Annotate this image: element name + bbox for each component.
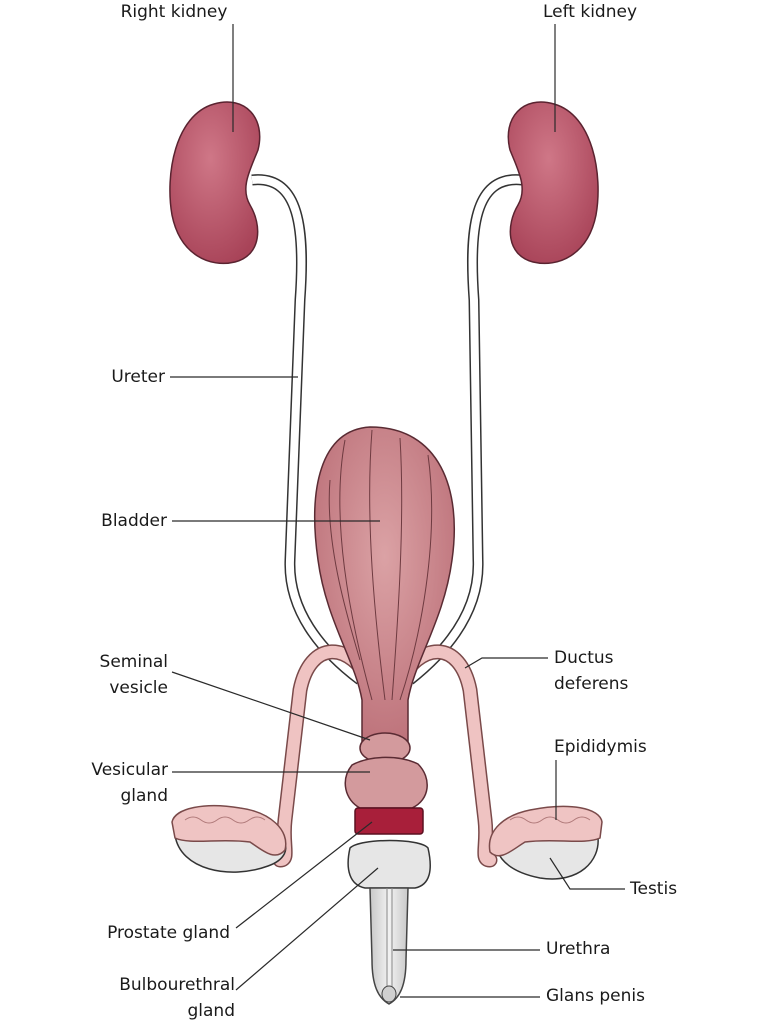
label-seminal-vesicle-line1: Seminal [99,652,168,672]
leader-bulbourethral-gland [235,867,379,991]
label-prostate-gland: Prostate gland [107,923,230,943]
label-right-kidney: Right kidney [120,2,228,22]
urethra [386,888,393,990]
right-epididymis [171,804,287,856]
label-seminal-vesicle-line2: vesicle [109,678,168,698]
vesicular-gland [344,756,428,809]
bulbourethral-gland [347,839,431,889]
label-ureter: Ureter [111,367,165,387]
label-bulbourethral-gland-line2: gland [187,1001,236,1021]
label-testis: Testis [630,879,678,899]
left-kidney [507,101,599,265]
leader-ductus-deferens [464,657,548,669]
penis-shaft [369,887,409,1005]
leader-testis [549,857,625,890]
leader-seminal-vesicle [171,671,371,741]
label-ductus-deferens-line2: deferens [554,674,629,694]
left-epididymis-coils [509,816,591,824]
label-bulbourethral-gland-line1: Bulbourethral [119,975,235,995]
label-vesicular-gland-line1: Vesicular [91,760,168,780]
label-glans-penis: Glans penis [546,986,645,1006]
right-epididymis-coils [184,816,266,824]
glans-penis [381,985,397,1003]
bladder-folds [328,429,433,701]
label-left-kidney: Left kidney [542,2,638,22]
left-epididymis [488,805,603,857]
label-bladder: Bladder [101,511,167,531]
label-epididymis: Epididymis [554,737,647,757]
bladder [314,426,456,751]
label-ductus-deferens-line1: Ductus [554,648,614,668]
right-kidney [169,101,261,265]
label-urethra: Urethra [546,939,611,959]
label-vesicular-gland-line2: gland [120,786,169,806]
prostate-gland [354,807,424,835]
leader-prostate-gland [235,821,373,929]
